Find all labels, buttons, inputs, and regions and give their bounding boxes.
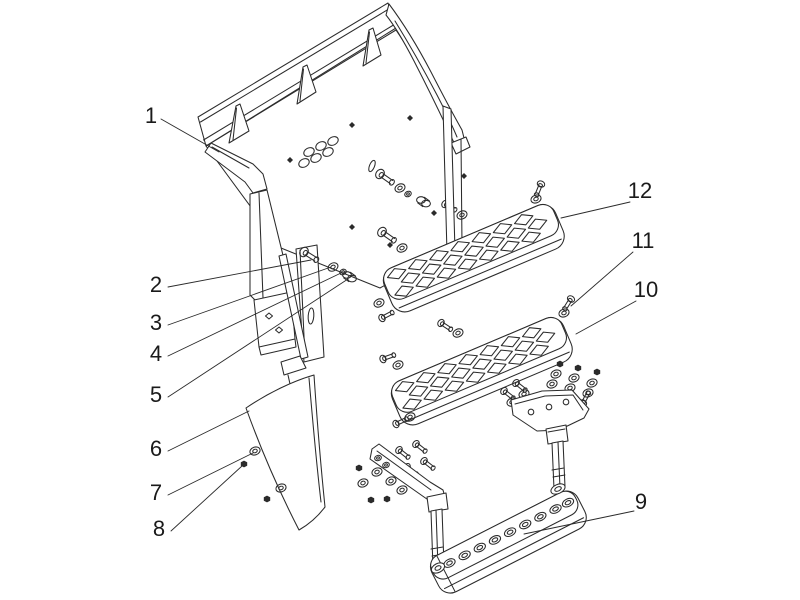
callout-label-6: 6: [150, 436, 162, 461]
right-support-leg: [551, 440, 566, 490]
gusset-middle: [296, 64, 317, 105]
callout-leader-3: [167, 266, 332, 326]
gusset-left: [228, 103, 250, 144]
callout-leader-6: [167, 410, 250, 452]
callout-label-8: 8: [153, 516, 165, 541]
callout-label-5: 5: [150, 382, 162, 407]
callout-label-4: 4: [150, 341, 162, 366]
left-support-arm: [369, 443, 449, 513]
panel-hole-cluster: [298, 136, 376, 173]
callout-label-1: 1: [145, 103, 157, 128]
callout-leader-11: [570, 251, 634, 307]
upper-step-bracket: [204, 142, 292, 302]
leg-feet: [430, 483, 566, 574]
callout-label-11: 11: [632, 228, 655, 253]
bottom-step-bar: [426, 487, 591, 598]
callout-leader-5: [167, 278, 349, 398]
callout-leader-12: [560, 201, 631, 219]
callout-leader-1: [160, 118, 220, 153]
callout-leader-4: [167, 272, 342, 357]
support-strap: [278, 253, 309, 385]
fender-panel: [245, 374, 326, 531]
gusset-right: [362, 27, 382, 67]
callout-label-2: 2: [150, 272, 162, 297]
callout-label-7: 7: [150, 480, 162, 505]
callout-label-10: 10: [634, 277, 658, 302]
callout-leader-9: [523, 510, 635, 535]
callout-leader-8: [170, 465, 243, 532]
step-support-bracket: [510, 389, 590, 445]
callout-leader-7: [167, 452, 254, 496]
callout-label-3: 3: [150, 310, 162, 335]
strap-mounting-plate: [253, 291, 297, 356]
callout-label-9: 9: [635, 489, 647, 514]
callout-leader-2: [167, 259, 312, 288]
panel-punch-marks: [287, 115, 437, 248]
callout-label-12: 12: [628, 178, 652, 203]
callout-leader-10: [575, 300, 637, 335]
